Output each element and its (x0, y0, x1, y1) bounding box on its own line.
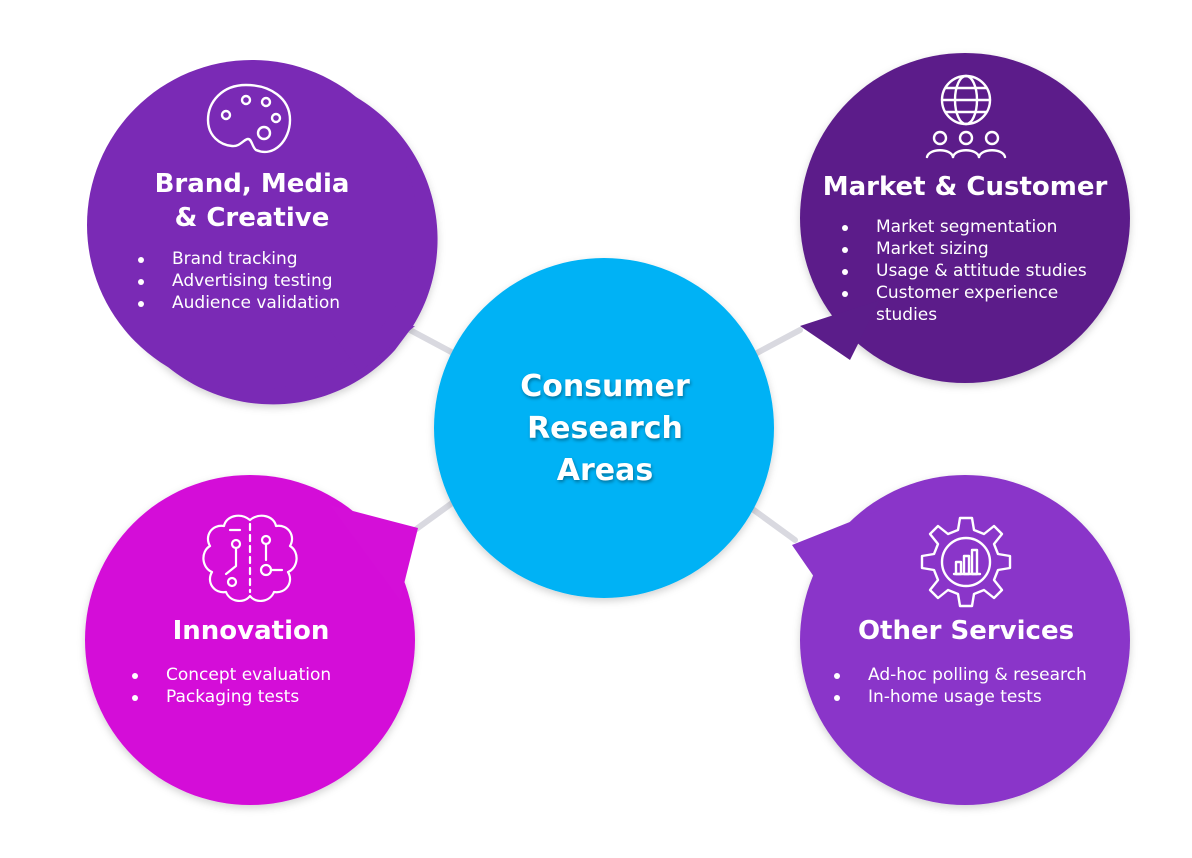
gear-chart-icon (920, 516, 1012, 608)
center-title: Consumer Research Areas (470, 366, 740, 492)
center-title-line-2: Research (527, 411, 683, 446)
innovation-title-line-1: Innovation (172, 616, 330, 646)
innovation-list: Concept evaluation Packaging tests (128, 664, 331, 708)
palette-icon (206, 83, 292, 154)
list-item: Audience validation (134, 292, 340, 314)
list-item: Ad-hoc polling & research (830, 664, 1087, 686)
market-customer-list: Market segmentation Market sizing Usage … (838, 216, 1087, 326)
list-item: In-home usage tests (830, 686, 1087, 708)
brain-circuit-icon (202, 514, 298, 602)
list-item-continuation: studies (876, 305, 938, 325)
other-services-list: Ad-hoc polling & research In-home usage … (830, 664, 1087, 708)
other-title-line-1: Other Services (857, 616, 1075, 646)
bubble-innovation-tail (330, 505, 418, 600)
brand-media-creative-title: Brand, Media & Creative (112, 167, 392, 235)
bubble-market-tail (800, 300, 880, 360)
list-item: Market segmentation (838, 216, 1087, 238)
market-customer-title: Market & Customer (812, 170, 1118, 204)
bubble-innovation (85, 475, 415, 805)
other-services-title: Other Services (820, 614, 1112, 648)
brand-media-creative-list: Brand tracking Advertising testing Audie… (134, 248, 340, 314)
center-circle (434, 258, 774, 598)
list-item: Packaging tests (128, 686, 331, 708)
list-item: Usage & attitude studies (838, 260, 1087, 282)
bubble-other-tail (792, 510, 880, 600)
list-item: Customer experience (838, 282, 1087, 304)
bubble-market-customer (800, 53, 1130, 383)
market-title-line-1: Market & Customer (822, 172, 1108, 202)
brand-title-line-1: Brand, Media (154, 169, 350, 199)
list-item: Advertising testing (134, 270, 340, 292)
bubble-brand-tail (330, 326, 415, 372)
list-item: Concept evaluation (128, 664, 331, 686)
list-item: Market sizing (838, 238, 1087, 260)
center-title-line-3: Areas (556, 453, 654, 488)
globe-people-icon (925, 74, 1007, 159)
brand-title-line-2: & Creative (174, 203, 330, 233)
innovation-title: Innovation (110, 614, 392, 648)
center-title-line-1: Consumer (520, 369, 690, 404)
list-item: Brand tracking (134, 248, 340, 270)
bubble-other-services (800, 475, 1130, 805)
bubble-brand-fill (87, 60, 417, 390)
